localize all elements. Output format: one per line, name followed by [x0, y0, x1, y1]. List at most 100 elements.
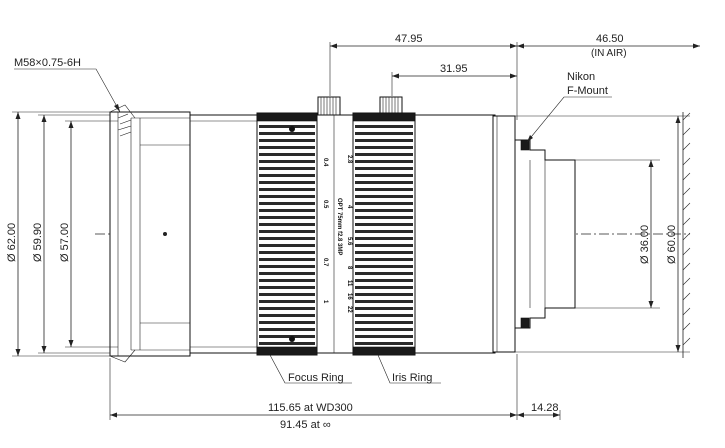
knurl-rib	[259, 216, 315, 219]
knurl-rib	[355, 335, 413, 338]
dim-46-50-label: 46.50	[596, 33, 624, 45]
dia-60-label: Ø 60.00	[666, 225, 678, 264]
dim-46-50: 46.50 (IN AIR)	[517, 33, 700, 59]
knurl-rib	[259, 321, 315, 324]
knurl-rib	[259, 195, 315, 198]
dim-46-50-note: (IN AIR)	[591, 48, 627, 59]
mount-plane	[682, 112, 691, 358]
knurl-rib	[259, 286, 315, 289]
mount-label-line2: F-Mount	[567, 85, 608, 97]
knurl-rib	[355, 286, 413, 289]
iris-mark-2: 5.6	[346, 237, 352, 246]
knurl-rib	[259, 244, 315, 247]
knurl-rib	[355, 279, 413, 282]
knurl-rib	[355, 342, 413, 345]
knurl-rib	[259, 202, 315, 205]
knurl-rib	[355, 181, 413, 184]
knurl-rib	[259, 300, 315, 303]
knurl-rib	[355, 216, 413, 219]
knurl-rib	[259, 167, 315, 170]
knurl-rib	[355, 146, 413, 149]
knurl-rib	[355, 209, 413, 212]
iris-mark-0: 2.8	[346, 155, 352, 164]
dim-91-45-label: 91.45 at ∞	[280, 419, 331, 431]
dim-dia-62: Ø 62.00	[6, 112, 21, 356]
focus-ring-callout: Focus Ring	[269, 354, 352, 384]
iris-ring	[352, 112, 416, 356]
focus-mark-3: 1	[322, 300, 328, 304]
knurl-rib	[355, 230, 413, 233]
focus-lock-screw	[317, 96, 341, 116]
iris-ring-callout: Iris Ring	[377, 354, 441, 384]
thread-label: M58×0.75-6H	[14, 57, 81, 69]
dia-62-label: Ø 62.00	[6, 223, 18, 262]
extension-lines	[12, 42, 690, 420]
knurl-rib	[355, 139, 413, 142]
focus-ring-label: Focus Ring	[288, 372, 344, 384]
knurl-rib	[355, 153, 413, 156]
focus-mark-2: 0.7	[322, 258, 328, 267]
knurl-rib	[259, 160, 315, 163]
dim-dia-59-9: Ø 59.90	[32, 115, 47, 353]
dim-dia-60: Ø 60.00	[666, 116, 681, 352]
knurl-rib	[259, 279, 315, 282]
knurl-rib	[259, 342, 315, 345]
dim-31-95-label: 31.95	[440, 63, 468, 75]
knurl-rib	[355, 300, 413, 303]
knurl-rib	[355, 174, 413, 177]
knurl-rib	[259, 230, 315, 233]
knurl-rib	[259, 251, 315, 254]
front-barrel	[109, 104, 191, 363]
scale-band: 0.4 0.5 0.7 1 OPT 75mm f2.8 3MP 2.8 4 5.…	[316, 114, 354, 354]
dim-dia-36: Ø 36.00	[639, 160, 654, 308]
knurl-rib	[355, 202, 413, 205]
mount-callout: Nikon F-Mount	[526, 71, 612, 143]
dim-dia-57: Ø 57.00	[59, 121, 74, 347]
knurl-rib	[259, 258, 315, 261]
knurl-rib	[259, 139, 315, 142]
knurl-rib	[355, 244, 413, 247]
knurl-rib	[355, 195, 413, 198]
knurl-rib	[259, 223, 315, 226]
model-marking: OPT 75mm f2.8 3MP	[336, 198, 342, 255]
dim-47-95-label: 47.95	[395, 33, 423, 45]
knurl-rib	[355, 265, 413, 268]
thread-callout: M58×0.75-6H	[14, 57, 121, 113]
knurl-rib	[355, 307, 413, 310]
knurl-rib	[355, 272, 413, 275]
mount-label-line1: Nikon	[567, 71, 595, 83]
knurl-rib	[355, 125, 413, 128]
knurl-rib	[259, 237, 315, 240]
knurl-rib	[259, 174, 315, 177]
main-barrel	[189, 114, 258, 354]
knurl-rib	[259, 307, 315, 310]
knurl-rib	[355, 321, 413, 324]
iris-lock-screw	[379, 96, 403, 116]
knurl-rib	[355, 223, 413, 226]
focus-mark-1: 0.5	[322, 200, 328, 209]
knurl-rib	[259, 132, 315, 135]
knurl-rib	[355, 160, 413, 163]
dim-115-65-label: 115.65 at WD300	[268, 402, 353, 414]
knurl-rib	[259, 209, 315, 212]
knurl-rib	[355, 314, 413, 317]
knurl-rib	[355, 237, 413, 240]
knurl-rib	[355, 328, 413, 331]
iris-ring-label: Iris Ring	[392, 372, 432, 384]
dim-31-95: 31.95	[392, 63, 517, 79]
knurl-rib	[259, 153, 315, 156]
dim-14-28-label: 14.28	[531, 402, 559, 414]
knurl-rib	[355, 132, 413, 135]
focus-ring	[256, 112, 318, 356]
knurl-rib	[259, 314, 315, 317]
focus-mark-0: 0.4	[322, 158, 328, 167]
knurl-rib	[259, 328, 315, 331]
knurl-rib	[259, 125, 315, 128]
dim-47-95: 47.95	[330, 33, 517, 49]
dia-36-label: Ø 36.00	[639, 225, 651, 264]
knurl-rib	[259, 335, 315, 338]
knurl-rib	[355, 188, 413, 191]
knurl-rib	[259, 181, 315, 184]
dim-14-28: 14.28	[517, 402, 560, 418]
